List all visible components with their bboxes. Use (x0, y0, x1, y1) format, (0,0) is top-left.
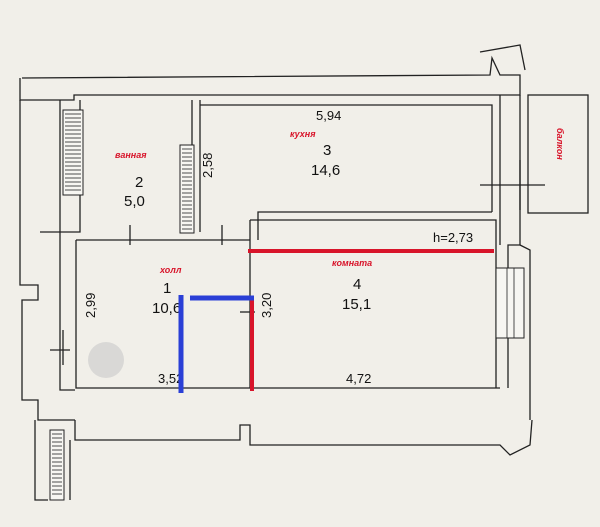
room-living: комната 4 15,1 (332, 258, 372, 313)
room-name-bathroom: ванная (115, 150, 147, 160)
room-number-hall: 1 (163, 280, 171, 297)
room-number-living: 4 (353, 276, 361, 293)
window-left-top (62, 109, 84, 196)
dim-room-height: 3,20 (259, 293, 274, 318)
room-name-kitchen: кухня (290, 129, 316, 139)
dim-kitchen-width: 5,94 (316, 108, 341, 123)
room-name-living: комната (332, 258, 372, 268)
room-area-hall: 10,6 (152, 300, 181, 317)
room-name-hall: холл (159, 265, 182, 275)
dim-ceiling-height: h=2,73 (433, 230, 473, 245)
room-hall: холл 1 10,6 (152, 265, 182, 317)
room-area-living: 15,1 (342, 296, 371, 313)
room-bathroom: ванная 2 5,0 (115, 150, 147, 210)
room-number-bathroom: 2 (135, 174, 143, 191)
room-kitchen: кухня 3 14,6 (290, 129, 340, 179)
room-area-bathroom: 5,0 (124, 193, 145, 210)
room-area-kitchen: 14,6 (311, 162, 340, 179)
dim-bath-height: 2,58 (200, 153, 215, 178)
walls (19, 44, 545, 501)
window-room (495, 267, 525, 339)
red-annotation (248, 249, 494, 391)
window-left-bottom (49, 429, 65, 501)
balcony: балкон (527, 94, 589, 214)
room-number-kitchen: 3 (323, 142, 331, 159)
window-bath (179, 144, 195, 234)
blue-annotation (178, 295, 254, 393)
floor-circle-marker (88, 342, 124, 378)
balcony-label: балкон (555, 128, 565, 160)
dim-hall-width: 3,52 (158, 371, 183, 386)
dim-room-width: 4,72 (346, 371, 371, 386)
dim-hall-height: 2,99 (83, 293, 98, 318)
